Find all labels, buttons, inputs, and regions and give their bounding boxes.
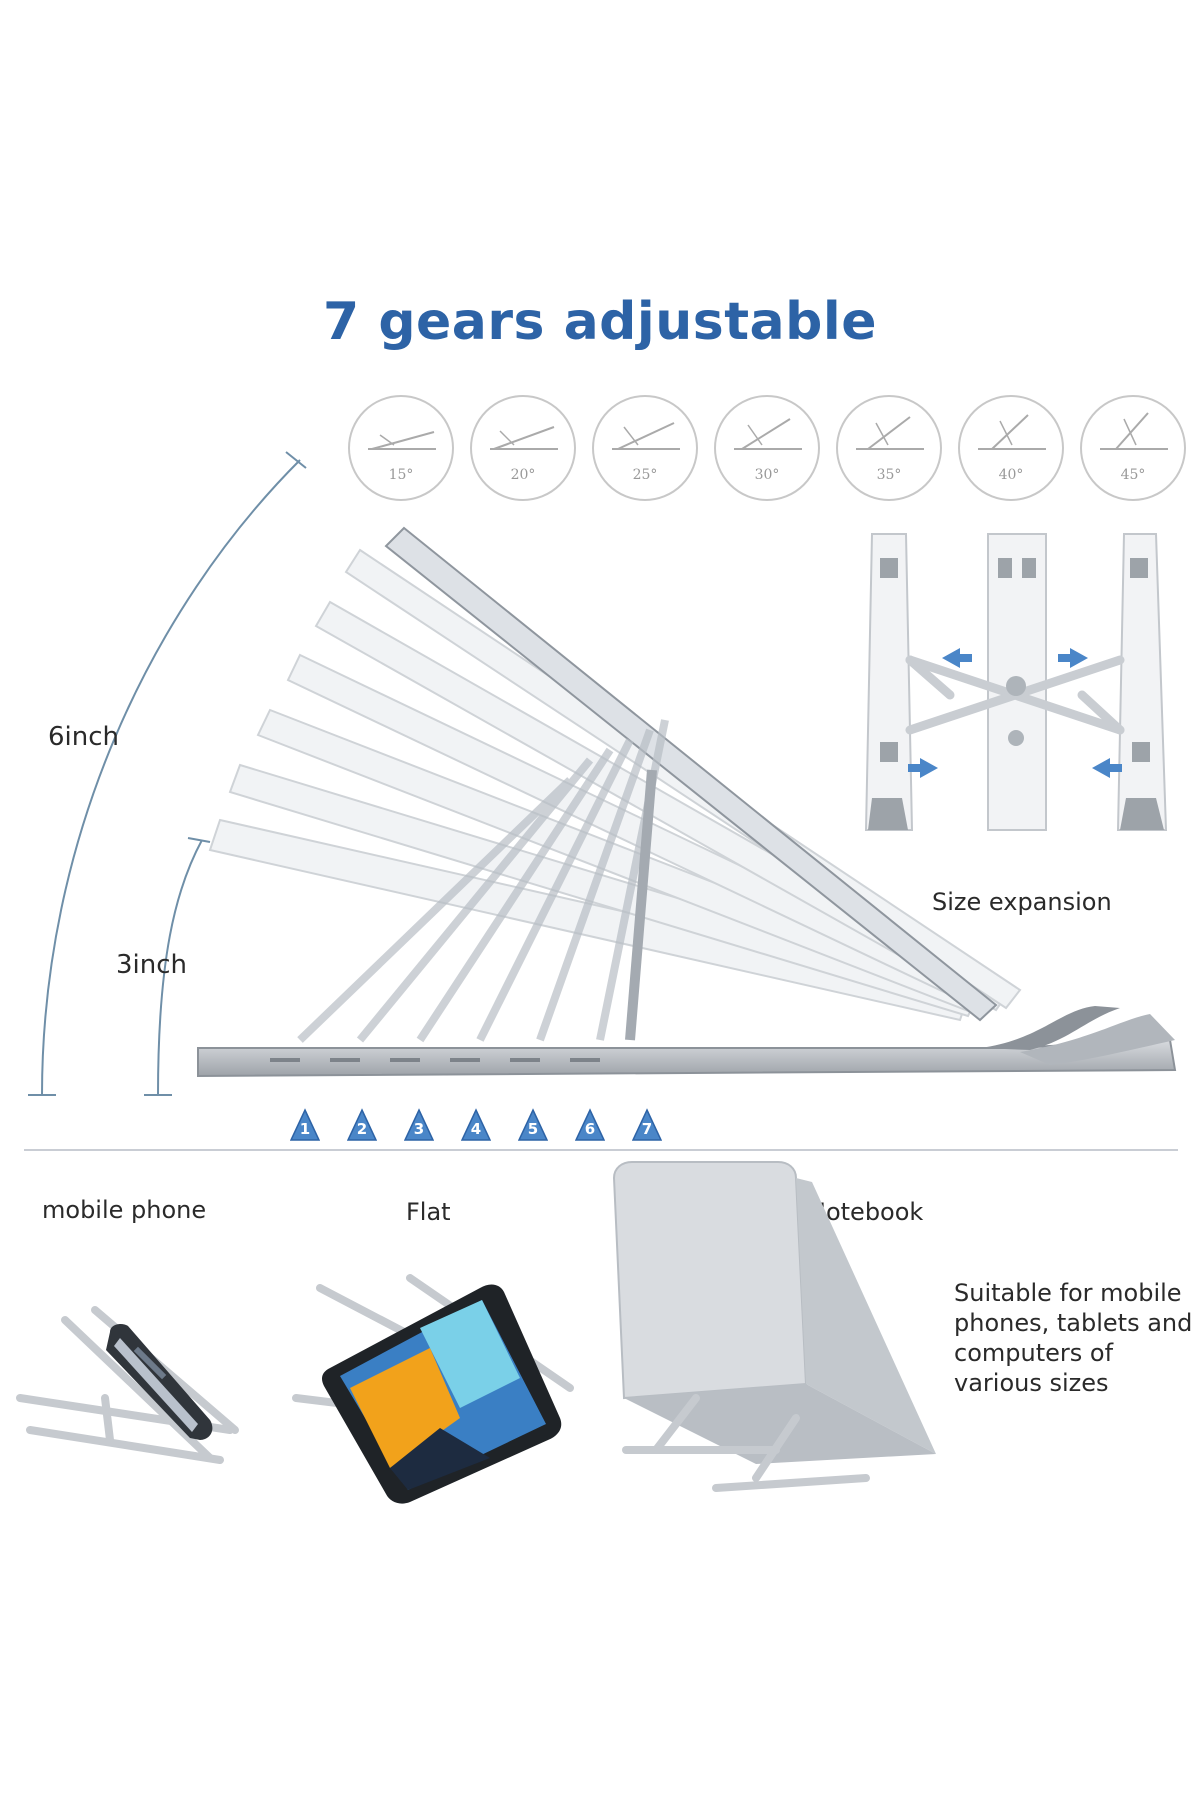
page-title: 7 gears adjustable bbox=[323, 292, 877, 352]
phone-on-stand-image bbox=[16, 1306, 239, 1464]
height-label-6inch: 6inch bbox=[48, 722, 120, 752]
gear-marker-number: 6 bbox=[584, 1120, 596, 1138]
gear-marker-icon: 7 bbox=[632, 1108, 662, 1142]
size-expansion-illustration bbox=[864, 533, 1168, 831]
section-divider bbox=[24, 1149, 1178, 1151]
gear-marker-icon: 2 bbox=[347, 1108, 377, 1142]
gear-marker-icon: 1 bbox=[290, 1108, 320, 1142]
angle-badge-35: 35° bbox=[836, 395, 942, 501]
gear-marker-number: 3 bbox=[413, 1120, 425, 1138]
angle-badge-45: 45° bbox=[1080, 395, 1186, 501]
stand-angle-illustration bbox=[197, 526, 1177, 1078]
gear-marker-number: 7 bbox=[641, 1120, 653, 1138]
gear-marker-number: 2 bbox=[356, 1120, 368, 1138]
angle-label: 30° bbox=[754, 467, 780, 483]
angle-badge-15: 15° bbox=[348, 395, 454, 501]
angle-label: 40° bbox=[998, 467, 1024, 483]
angle-label: 45° bbox=[1120, 467, 1146, 483]
use-label-flat: Flat bbox=[406, 1198, 451, 1226]
use-label-mobile-phone: mobile phone bbox=[42, 1196, 207, 1224]
gear-marker-number: 4 bbox=[470, 1120, 482, 1138]
laptop-on-stand-image bbox=[612, 1161, 936, 1492]
height-label-3inch: 3inch bbox=[116, 950, 188, 980]
height-arcs bbox=[28, 451, 307, 1096]
angle-badge-40: 40° bbox=[958, 395, 1064, 501]
angle-badge-20: 20° bbox=[470, 395, 576, 501]
compatibility-description: Suitable for mobile phones, tablets and … bbox=[954, 1279, 1193, 1397]
angle-label: 25° bbox=[632, 467, 658, 483]
angle-options: 15° 20° 25° 30° 35° 40° 45° bbox=[348, 395, 1188, 507]
gear-marker-number: 5 bbox=[527, 1120, 539, 1138]
gear-marker-icon: 4 bbox=[461, 1108, 491, 1142]
gear-marker-number: 1 bbox=[299, 1120, 311, 1138]
angle-badge-25: 25° bbox=[592, 395, 698, 501]
angle-badge-30: 30° bbox=[714, 395, 820, 501]
tablet-on-stand-image bbox=[292, 1274, 574, 1504]
gear-marker-icon: 5 bbox=[518, 1108, 548, 1142]
angle-label: 20° bbox=[510, 467, 536, 483]
angle-label: 15° bbox=[388, 467, 414, 483]
size-expansion-label: Size expansion bbox=[932, 888, 1112, 916]
angle-label: 35° bbox=[876, 467, 902, 483]
gear-marker-icon: 6 bbox=[575, 1108, 605, 1142]
gear-marker-icon: 3 bbox=[404, 1108, 434, 1142]
